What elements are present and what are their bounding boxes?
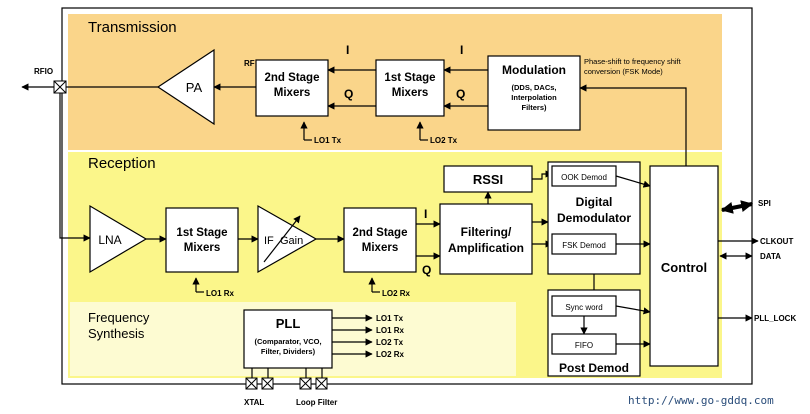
rx-mixer1-line2: Mixers — [184, 242, 220, 254]
pll-out-label-1: LO1 Tx — [376, 314, 404, 323]
rssi-to-ook — [532, 170, 553, 180]
loop-filter-pins — [299, 377, 328, 390]
modulation-sub-line2: Interpolation — [511, 93, 557, 102]
data-label: DATA — [760, 252, 781, 261]
pll-out-label-4: LO2 Rx — [376, 350, 405, 359]
pa-label: PA — [186, 80, 203, 95]
modulation-block — [487, 55, 581, 131]
rssi-block — [443, 165, 533, 193]
pll-out-label-3: LO2 Tx — [376, 338, 404, 347]
modulation-note-line1: Phase-shift to frequency shift — [584, 57, 682, 66]
rx-mixer2-line1: 2nd Stage — [353, 227, 408, 239]
fifo-label: FIFO — [575, 341, 593, 350]
rfio-to-lna — [59, 93, 91, 242]
filtering-amplification-block — [439, 203, 533, 275]
modulation-sub-line3: Filters) — [521, 103, 547, 112]
rx-mixer2-line2: Mixers — [362, 242, 398, 254]
pll-out-label-2: LO1 Rx — [376, 326, 405, 335]
modulation-title: Modulation — [502, 63, 566, 77]
tx-1st-stage-mixers — [375, 59, 445, 117]
lo2-rx-label: LO2 Rx — [382, 289, 411, 298]
sync-word-label: Sync word — [565, 303, 602, 312]
modulation-sub-line1: (DDS, DACs, — [511, 83, 556, 92]
rx-q-label: Q — [422, 263, 431, 277]
filtering-line2: Amplification — [448, 241, 524, 255]
tx-mixer2-line1: 2nd Stage — [265, 72, 320, 84]
pll-lock-label: PLL_LOCK — [754, 314, 796, 323]
lo1-tx-label: LO1 Tx — [314, 136, 342, 145]
pll-sub-line2: Filter, Dividers) — [261, 347, 316, 356]
lna-label: LNA — [98, 233, 121, 247]
sync-to-control — [615, 305, 651, 315]
ook-demod-label: OOK Demod — [561, 173, 607, 182]
xtal-label: XTAL — [244, 398, 264, 407]
lo2-tx-label: LO2 Tx — [430, 136, 458, 145]
if-gain-label-if: IF — [264, 235, 274, 247]
filtering-line1: Filtering/ — [461, 225, 512, 239]
control-block — [649, 165, 719, 367]
spi-bus-arrow — [720, 200, 754, 214]
pll-block — [243, 309, 333, 369]
rx-mixer1-line1: 1st Stage — [176, 227, 227, 239]
xtal-pins — [245, 377, 274, 390]
tx-mixer1-line1: 1st Stage — [384, 72, 435, 84]
fsk-demod-label: FSK Demod — [562, 241, 606, 250]
rfio-label: RFIO — [34, 67, 53, 76]
pll-sub-line1: (Comparator, VCO, — [254, 337, 321, 346]
loop-filter-label: Loop Filter — [296, 398, 337, 407]
tx-i-label-1: I — [460, 43, 463, 57]
pll-title: PLL — [276, 316, 301, 331]
spi-label: SPI — [758, 199, 771, 208]
lna-amplifier — [89, 204, 148, 274]
rfio-pin — [53, 80, 67, 94]
transmission-title: Transmission — [88, 19, 177, 36]
if-gain-amplifier — [257, 204, 318, 274]
watermark: http://www.go-gddq.com — [628, 394, 774, 407]
tx-rf-label: RF — [244, 59, 255, 68]
rx-2nd-stage-mixers — [343, 207, 417, 273]
control-label: Control — [661, 260, 707, 275]
lo1-rx-label: LO1 Rx — [206, 289, 235, 298]
reception-title: Reception — [88, 155, 156, 172]
rssi-label: RSSI — [473, 172, 503, 187]
tx-2nd-stage-mixers — [255, 59, 329, 117]
tx-i-label-2: I — [346, 43, 349, 57]
frequency-synthesis-title-line1: Frequency — [88, 310, 150, 325]
if-gain-label-gain: Gain — [280, 235, 303, 247]
rx-i-label: I — [424, 207, 427, 221]
tx-q-label-1: Q — [456, 87, 465, 101]
post-demod-label: Post Demod — [559, 361, 629, 375]
rx-1st-stage-mixers — [165, 207, 239, 273]
tx-q-label-2: Q — [344, 87, 353, 101]
control-to-modulation — [579, 84, 687, 168]
clkout-label: CLKOUT — [760, 237, 793, 246]
tx-mixer2-line2: Mixers — [274, 87, 310, 99]
ook-to-control — [615, 175, 651, 188]
tx-mixer1-line2: Mixers — [392, 87, 428, 99]
if-gain-variable-arrow — [263, 215, 301, 263]
frequency-synthesis-title-line2: Synthesis — [88, 326, 145, 341]
digital-demod-line1: Digital — [576, 195, 613, 209]
modulation-note-line2: conversion (FSK Mode) — [584, 67, 663, 76]
digital-demod-line2: Demodulator — [557, 211, 631, 225]
